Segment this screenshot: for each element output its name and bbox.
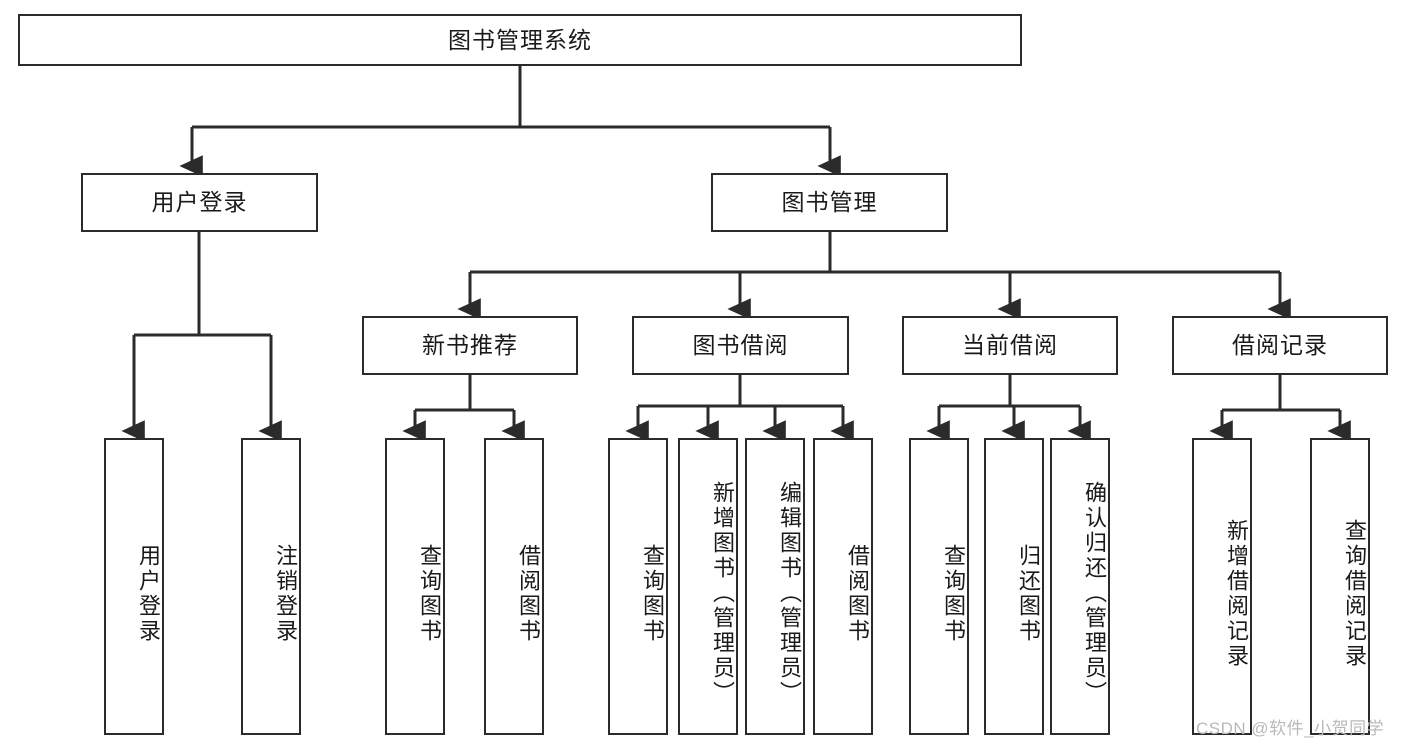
node-leaf-query-book-rec[interactable]: 查询图书 — [385, 438, 445, 735]
node-leaf-logout[interactable]: 注销登录 — [241, 438, 301, 735]
node-leaf-borrow-book-rec[interactable]: 借阅图书 — [484, 438, 544, 735]
node-label: 查询借阅记录 — [1342, 518, 1367, 669]
node-label: 查询图书 — [640, 543, 665, 644]
node-label: 新书推荐 — [422, 332, 518, 359]
node-book-borrow[interactable]: 图书借阅 — [632, 316, 849, 375]
node-label: 归还图书 — [1016, 543, 1041, 644]
node-label: 借阅图书 — [516, 543, 541, 644]
node-label: 查询图书 — [417, 543, 442, 644]
node-root-book-management-system[interactable]: 图书管理系统 — [18, 14, 1022, 66]
node-label: 编辑图书（管理员） — [777, 481, 802, 706]
node-new-book-recommend[interactable]: 新书推荐 — [362, 316, 578, 375]
node-label: 新增图书（管理员） — [710, 481, 735, 706]
node-leaf-confirm-return[interactable]: 确认归还（管理员） — [1050, 438, 1110, 735]
node-leaf-return-book[interactable]: 归还图书 — [984, 438, 1044, 735]
node-label: 图书管理系统 — [448, 26, 592, 53]
node-label: 借阅图书 — [845, 543, 870, 644]
node-label: 确认归还（管理员） — [1082, 481, 1107, 706]
node-label: 图书借阅 — [692, 332, 789, 359]
node-borrow-record[interactable]: 借阅记录 — [1172, 316, 1388, 375]
node-leaf-query-book-borrow[interactable]: 查询图书 — [608, 438, 668, 735]
node-label: 图书管理 — [781, 189, 878, 216]
node-label: 用户登录 — [136, 543, 161, 644]
node-leaf-add-book[interactable]: 新增图书（管理员） — [678, 438, 738, 735]
node-leaf-borrow-book[interactable]: 借阅图书 — [813, 438, 873, 735]
csdn-watermark: CSDN @软件_小贺同学 — [1196, 719, 1385, 738]
node-leaf-query-book-current[interactable]: 查询图书 — [909, 438, 969, 735]
node-label: 当前借阅 — [962, 332, 1058, 359]
node-leaf-user-login[interactable]: 用户登录 — [104, 438, 164, 735]
node-user-login[interactable]: 用户登录 — [81, 173, 318, 232]
node-leaf-add-borrow-record[interactable]: 新增借阅记录 — [1192, 438, 1252, 735]
node-label: 借阅记录 — [1232, 332, 1328, 359]
node-current-borrow[interactable]: 当前借阅 — [902, 316, 1118, 375]
node-label: 查询图书 — [941, 543, 966, 644]
node-book-manage[interactable]: 图书管理 — [711, 173, 948, 232]
node-leaf-query-borrow-record[interactable]: 查询借阅记录 — [1310, 438, 1370, 735]
node-label: 注销登录 — [273, 543, 298, 644]
node-label: 新增借阅记录 — [1224, 518, 1249, 669]
node-label: 用户登录 — [151, 189, 248, 216]
node-leaf-edit-book[interactable]: 编辑图书（管理员） — [745, 438, 805, 735]
